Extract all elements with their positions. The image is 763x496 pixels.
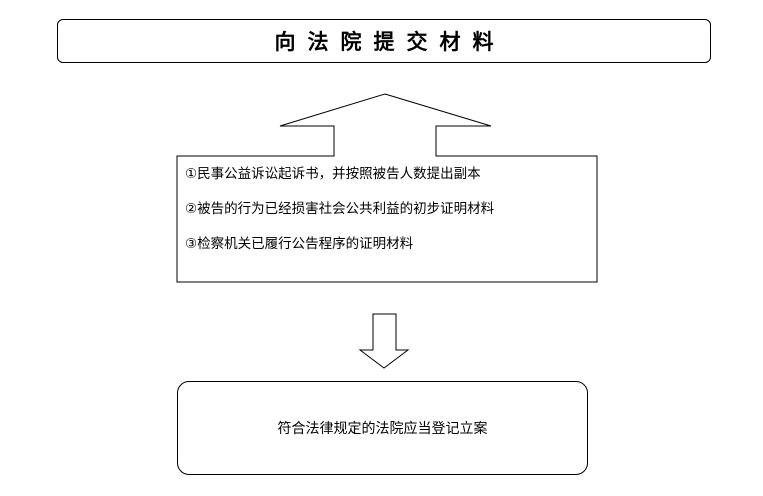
title-box: 向法院提交材料 (57, 19, 711, 63)
material-item: ②被告的行为已经损害社会公共利益的初步证明材料 (185, 201, 495, 217)
up-callout-arrow (176, 93, 598, 283)
down-block-arrow (358, 313, 410, 369)
materials-list: ①民事公益诉讼起诉书，并按照被告人数提出副本 ②被告的行为已经损害社会公共利益的… (177, 156, 597, 282)
material-item: ③检察机关已履行公告程序的证明材料 (185, 236, 414, 252)
material-item: ①民事公益诉讼起诉书，并按照被告人数提出副本 (185, 166, 481, 182)
result-text: 符合法律规定的法院应当登记立案 (277, 421, 488, 437)
diagram-title: 向法院提交材料 (274, 30, 506, 54)
result-box: 符合法律规定的法院应当登记立案 (177, 381, 588, 475)
